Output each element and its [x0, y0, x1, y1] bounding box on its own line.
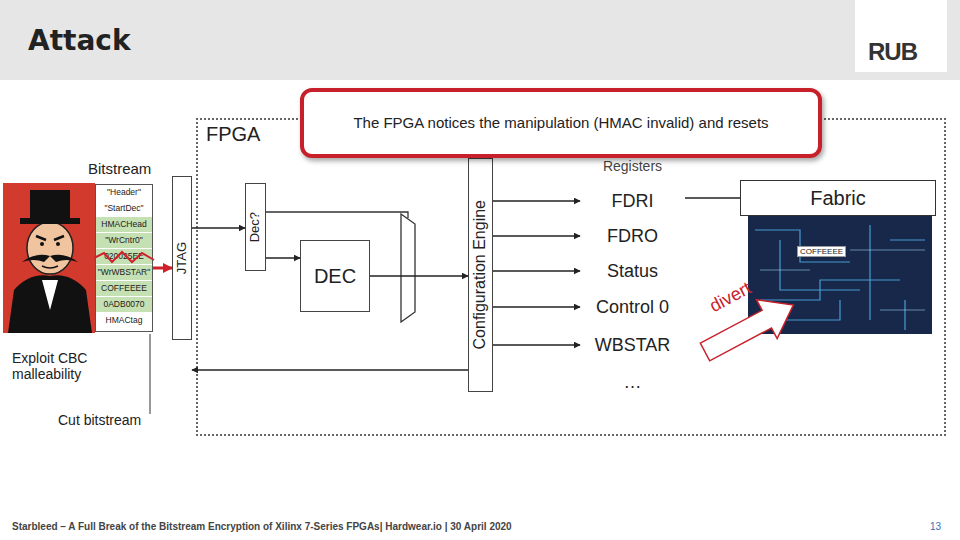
- fabric-traces: [760, 250, 925, 310]
- connector: [685, 197, 740, 198]
- villain-shirt: [42, 280, 58, 310]
- node-label: Registers: [575, 158, 690, 174]
- register-item: Control 0: [580, 292, 685, 322]
- footer-text: Starbleed – A Full Break of the Bitstrea…: [12, 521, 512, 532]
- bitstream-cell: 0ADB0070: [96, 297, 152, 313]
- slide-title: Attack: [28, 24, 131, 57]
- bypass-wire: [266, 212, 408, 218]
- page-number: 13: [930, 521, 941, 532]
- bitstream-cell: "WrCntr0": [96, 233, 152, 249]
- connector: [493, 306, 580, 307]
- node-label: Control 0: [596, 297, 669, 318]
- connector: [493, 200, 580, 201]
- leader-line: [149, 334, 150, 414]
- node-label: Exploit CBC malleability: [12, 350, 110, 382]
- bitstream-cell: COFFEEEE: [96, 281, 152, 297]
- data-tag: COFFEEEE: [797, 246, 846, 257]
- node-label: Configuration Engine: [471, 200, 489, 349]
- bitstream-cell: "WrWBSTAR": [96, 265, 152, 281]
- node-label: Dec?: [248, 212, 263, 242]
- node-label: FDRI: [612, 191, 654, 212]
- node-label: "Header": [107, 188, 141, 198]
- fabric-box: Fabric: [740, 180, 936, 216]
- jtag-port: JTAG: [172, 176, 192, 340]
- villain-eye: [40, 242, 44, 246]
- bitstream-box: Bitstream"Header""StartDec"HMACHead"WrCn…: [95, 184, 153, 332]
- register-item: WBSTAR: [580, 330, 685, 360]
- node-label: JTAG: [175, 242, 190, 274]
- connector: [266, 257, 300, 258]
- config-engine: Configuration Engine: [468, 158, 493, 392]
- node-label: HMACHead: [101, 220, 146, 230]
- register-item: FDRO: [580, 221, 685, 251]
- note-box: Exploit CBC malleability: [8, 343, 110, 389]
- logo-text: RUB: [868, 38, 917, 66]
- register-item: …: [580, 367, 685, 397]
- node-label: "StartDec": [104, 204, 143, 214]
- node-label: "WrCntr0": [105, 236, 143, 246]
- decision-block: Dec?: [245, 183, 266, 271]
- node-label: The FPGA notices the manipulation (HMAC …: [353, 114, 768, 131]
- villain-eye: [56, 242, 60, 246]
- bitstream-cell: HMACHead: [96, 217, 152, 233]
- villain-moustache: [22, 255, 78, 262]
- connector: [493, 270, 580, 271]
- node-label: 020025EE: [104, 252, 144, 262]
- node-label: FPGA: [206, 123, 260, 146]
- register-item: FDRI: [580, 186, 685, 216]
- node-label: …: [624, 372, 642, 393]
- connector: [493, 344, 580, 345]
- villain-mouth: [42, 266, 58, 268]
- decryptor-box: DEC: [300, 240, 370, 312]
- node-label: COFFEEEE: [101, 284, 147, 294]
- node-label: Status: [607, 261, 658, 282]
- connector: [153, 267, 172, 270]
- villain-body: [8, 275, 92, 333]
- connector: [370, 275, 468, 276]
- header-bar: [0, 0, 960, 80]
- connector: [493, 235, 580, 236]
- connector: [192, 369, 468, 370]
- connector: [192, 227, 245, 228]
- villain-hat-brim: [20, 218, 80, 224]
- villain-illustration: [3, 183, 95, 333]
- bitstream-cell: "Header": [96, 185, 152, 201]
- villain-brows: [36, 236, 64, 240]
- callout-box: The FPGA notices the manipulation (HMAC …: [300, 88, 822, 158]
- villain-face: [27, 222, 73, 274]
- node-label: DEC: [314, 265, 356, 288]
- node-label: FDRO: [607, 226, 658, 247]
- villain-background: [3, 183, 95, 333]
- node-label: Bitstream: [88, 160, 151, 177]
- node-label: Fabric: [810, 187, 866, 210]
- bitstream-cell: "StartDec": [96, 201, 152, 217]
- bitstream-cell: 020025EE: [96, 249, 152, 265]
- note-text: Cut bitstream: [56, 412, 143, 428]
- register-item: Status: [580, 256, 685, 286]
- arrow-label: divert: [706, 278, 755, 317]
- node-label: "WrWBSTAR": [98, 268, 150, 278]
- logo-tab: [855, 0, 947, 72]
- fpga-boundary: FPGA Dec? DEC Configuration Engine Registers…: [196, 118, 946, 436]
- multiplexer-symbol: [401, 214, 415, 322]
- villain-hat: [30, 190, 70, 220]
- node-label: 0ADB0070: [103, 300, 144, 310]
- register-group: RegistersFDRI FDRO StatusControl 0 WBSTAR …: [575, 158, 690, 398]
- node-label: HMACtag: [106, 316, 143, 326]
- bitstream-cell: HMACtag: [96, 313, 152, 329]
- node-label: WBSTAR: [595, 335, 671, 356]
